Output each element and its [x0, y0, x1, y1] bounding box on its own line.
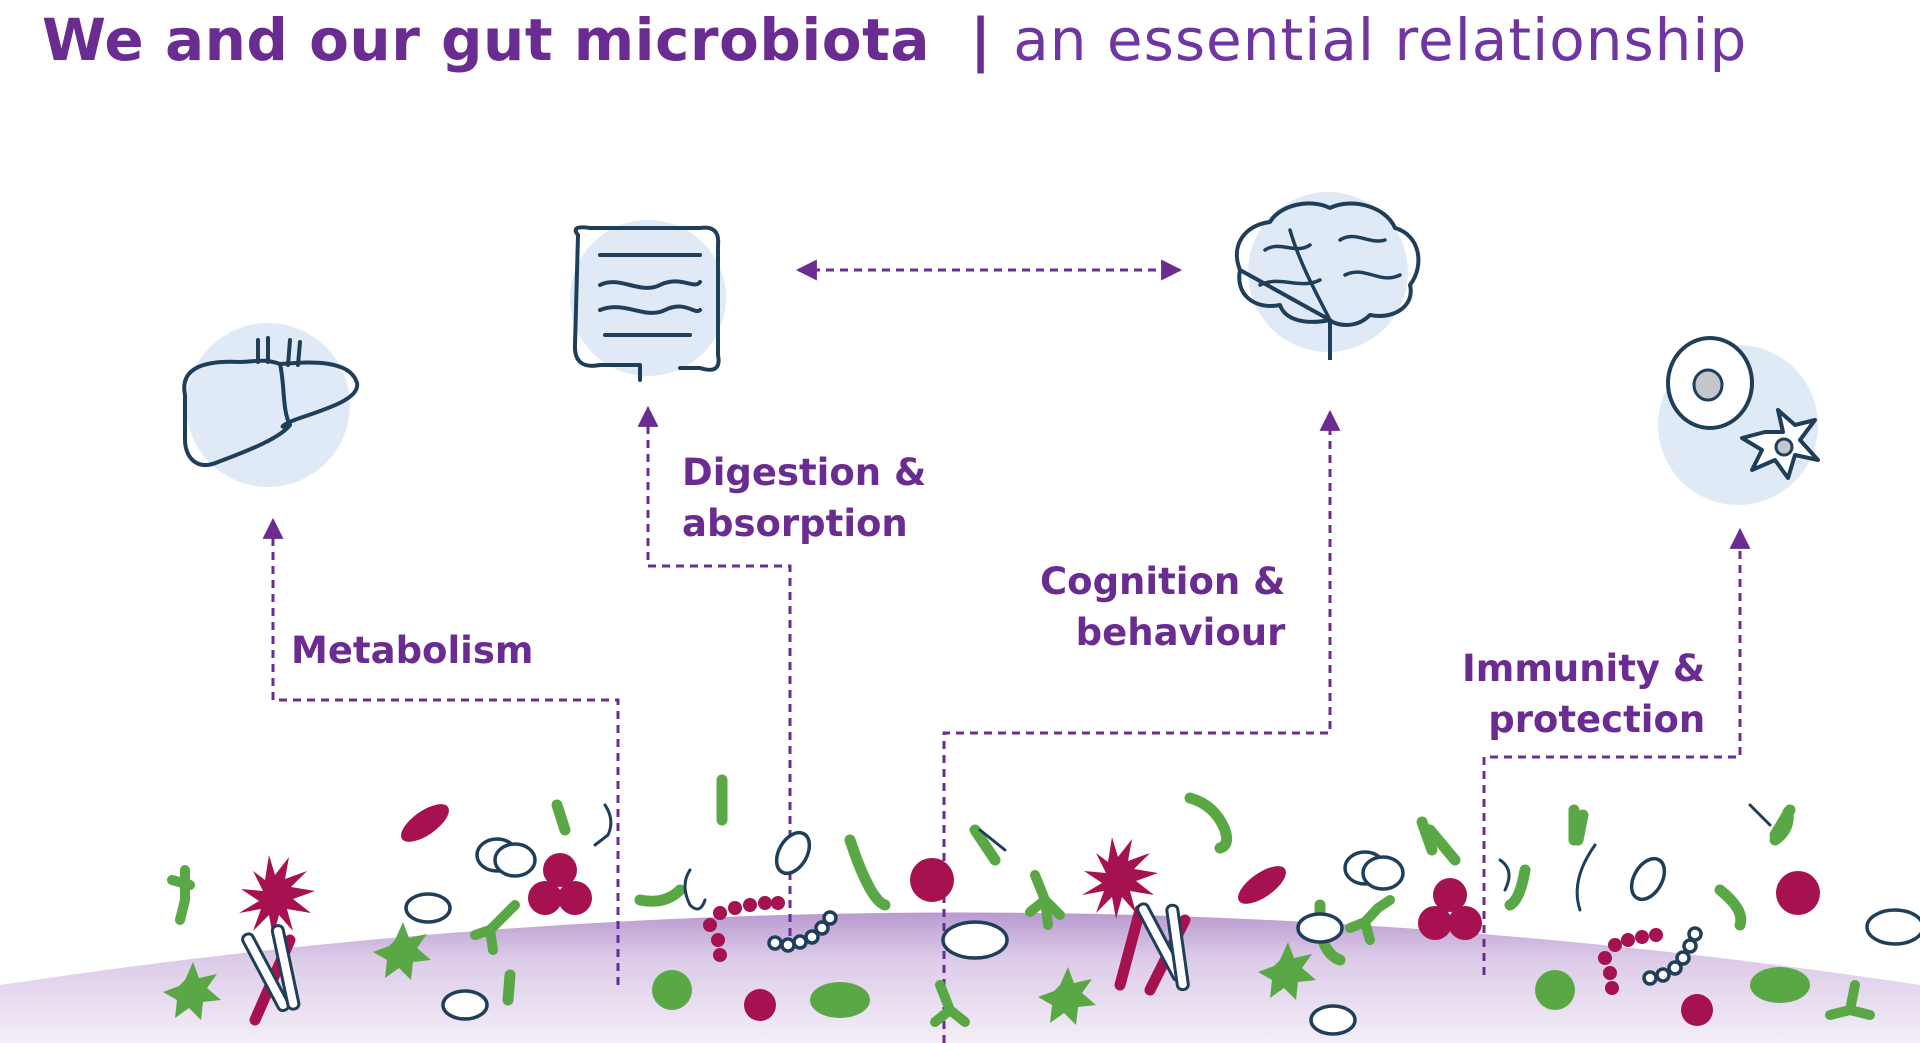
brain-icon	[1234, 192, 1421, 360]
label-metabolism: Metabolism	[291, 625, 533, 676]
immunity-arrow	[1482, 527, 1751, 975]
label-digestion-line2: absorption	[682, 502, 908, 545]
label-immunity: Immunity & protection	[1462, 643, 1705, 745]
title-main: We and our gut microbiota	[42, 6, 930, 74]
label-digestion-line1: Digestion &	[682, 451, 927, 494]
title-separator: |	[970, 6, 992, 74]
digestion-arrow	[637, 405, 792, 950]
liver-icon	[182, 323, 360, 487]
metabolism-arrow	[262, 517, 620, 985]
label-cognition: Cognition & behaviour	[1040, 556, 1285, 658]
label-digestion: Digestion & absorption	[682, 447, 926, 549]
label-cognition-line2: behaviour	[1075, 611, 1286, 654]
intestine-icon	[570, 220, 726, 382]
label-immunity-line2: protection	[1488, 698, 1706, 741]
label-immunity-line1: Immunity &	[1462, 647, 1706, 690]
label-metabolism-text: Metabolism	[291, 629, 534, 672]
title-subtitle: an essential relationship	[1013, 6, 1748, 74]
microbes	[163, 774, 1920, 1036]
label-cognition-line1: Cognition &	[1040, 560, 1286, 603]
immune-cells-icon	[1658, 336, 1820, 505]
page-title: We and our gut microbiota | an essential r…	[42, 6, 1747, 76]
